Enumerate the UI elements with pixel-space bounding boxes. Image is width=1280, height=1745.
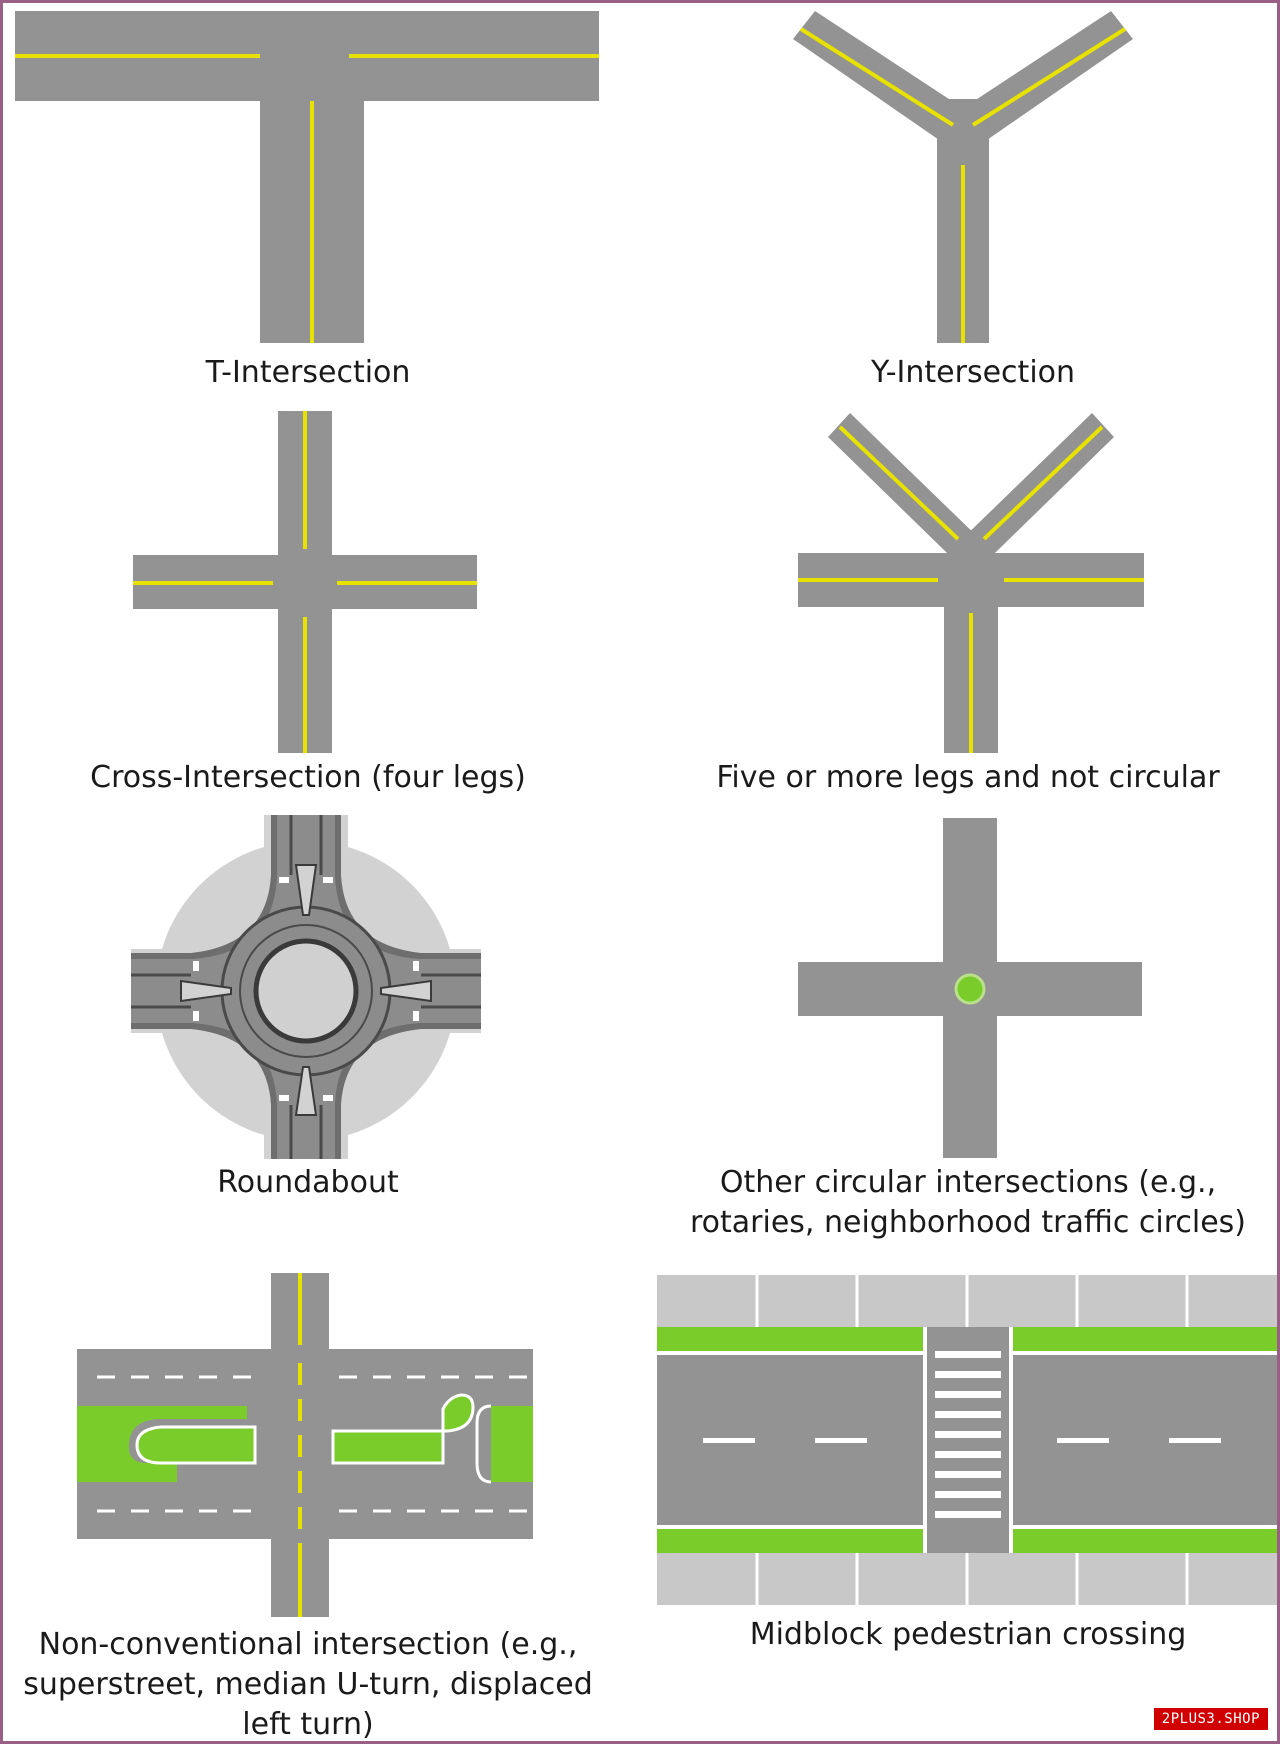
roundabout-caption: Roundabout <box>43 1163 573 1203</box>
other-circular-caption-line-1: Other circular intersections (e.g., <box>653 1163 1280 1203</box>
five-legs-diagram <box>798 413 1144 753</box>
non-conventional-caption-line-1: Non-conventional intersection (e.g., <box>3 1625 613 1665</box>
other-circular-caption-line-2: rotaries, neighborhood traffic circles) <box>653 1203 1280 1243</box>
other-circular-diagram <box>798 818 1142 1158</box>
other-circular-caption: Other circular intersections (e.g., rota… <box>653 1163 1280 1243</box>
five-legs-caption: Five or more legs and not circular <box>683 758 1253 798</box>
y-intersection-diagram <box>773 11 1153 345</box>
t-intersection-diagram <box>15 11 599 345</box>
non-conventional-caption-line-3: left turn) <box>3 1705 613 1745</box>
midblock-caption: Midblock pedestrian crossing <box>693 1615 1243 1655</box>
t-intersection-caption: T-Intersection <box>43 353 573 393</box>
watermark-badge: 2PLUS3.SHOP <box>1154 1708 1268 1730</box>
midblock-diagram <box>657 1275 1277 1605</box>
roundabout-diagram <box>131 815 481 1159</box>
cross-intersection-diagram <box>133 411 477 753</box>
non-conventional-caption: Non-conventional intersection (e.g., sup… <box>3 1625 613 1745</box>
non-conventional-diagram <box>77 1273 533 1617</box>
y-intersection-caption: Y-Intersection <box>703 353 1243 393</box>
non-conventional-caption-line-2: superstreet, median U-turn, displaced <box>3 1665 613 1705</box>
cross-intersection-caption: Cross-Intersection (four legs) <box>33 758 583 798</box>
